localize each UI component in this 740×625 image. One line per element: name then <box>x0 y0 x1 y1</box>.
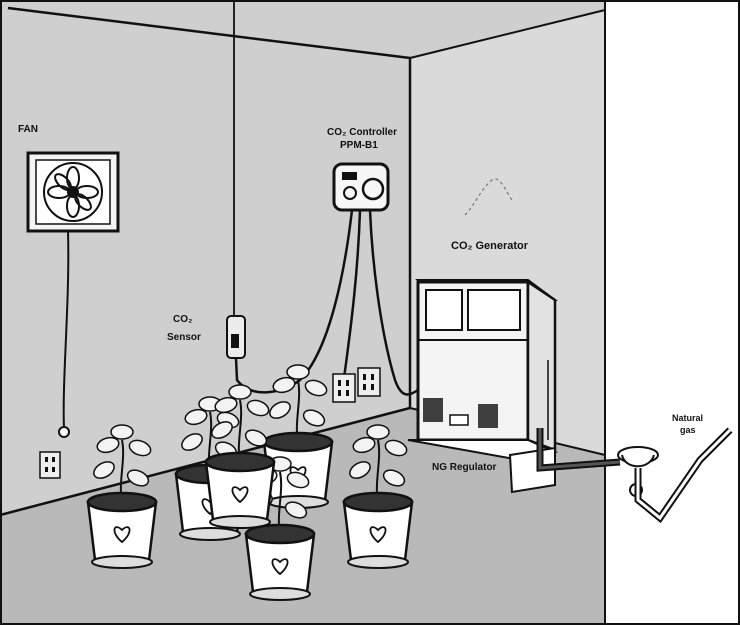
leaf-icon <box>110 424 134 440</box>
leaf-icon <box>96 436 120 454</box>
fan-blades-icon <box>47 166 99 218</box>
leaf-icon <box>302 409 326 427</box>
plant-pot <box>342 424 414 569</box>
leaf-icon <box>286 364 310 380</box>
leaf-icon <box>246 399 270 417</box>
sensor-label-2: Sensor <box>167 332 201 343</box>
wall-outlet-left <box>39 451 61 479</box>
vent-grille-left-icon <box>423 398 443 422</box>
heart-icon <box>271 558 289 576</box>
leaf-icon <box>384 439 408 457</box>
fan-label: FAN <box>18 124 38 135</box>
leaf-icon <box>211 421 233 439</box>
leaf-icon <box>214 396 238 414</box>
leaf-icon <box>382 469 406 487</box>
pot-saucer <box>209 515 271 529</box>
wall-outlet-mid-2 <box>357 367 381 397</box>
ceiling-edge <box>409 9 606 59</box>
plant-pots <box>86 364 414 601</box>
pot-soil <box>204 451 276 473</box>
generator-side <box>526 279 557 452</box>
pot-soil <box>86 491 158 513</box>
generator-window-left <box>425 289 463 331</box>
fan <box>26 151 120 479</box>
gas-line <box>536 427 733 524</box>
labels: FAN CO₂ Controller PPM-B1 CO₂ Sensor CO₂… <box>18 124 703 473</box>
fan-plug-icon <box>58 426 70 438</box>
generator-label: CO₂ Generator <box>451 240 529 252</box>
leaf-icon <box>352 436 376 454</box>
outlet-cable <box>342 209 362 379</box>
leaf-icon <box>228 384 252 400</box>
leaf-icon <box>244 429 268 447</box>
vent-grille-right-icon <box>478 404 498 428</box>
leaf-icon <box>128 439 152 457</box>
leaf-icon <box>181 433 203 451</box>
leaf-icon <box>269 401 291 419</box>
leaf-icon <box>304 379 328 397</box>
generator-badge <box>449 414 469 426</box>
exhaust-lines <box>464 178 513 216</box>
controller-model-label: PPM-B1 <box>340 140 378 151</box>
pot-soil <box>262 431 334 453</box>
pot-soil <box>244 523 316 545</box>
pot-saucer <box>347 555 409 569</box>
fan-cable <box>62 230 70 429</box>
sensor-label: CO₂ <box>173 314 192 325</box>
leaf-icon <box>184 408 208 426</box>
leaf-icon <box>272 376 296 394</box>
co2-generator <box>407 279 559 494</box>
pot-saucer <box>249 587 311 601</box>
leaf-icon <box>349 461 371 479</box>
leaf-icon <box>286 471 310 489</box>
leaf-icon <box>93 461 115 479</box>
leaf-icon <box>366 424 390 440</box>
leaf-icon <box>126 469 150 487</box>
regulator-body <box>621 454 655 468</box>
plant-pot <box>86 424 158 569</box>
generator-cable <box>368 209 419 396</box>
wall-outlet-mid-1 <box>332 373 356 403</box>
generator-window-right <box>467 289 521 331</box>
heart-icon <box>369 526 387 544</box>
controller-label: CO₂ Controller <box>327 127 397 138</box>
heart-icon <box>231 486 249 504</box>
leaf-icon <box>284 501 308 519</box>
gas-hose-inner <box>538 428 621 470</box>
controller-display-icon <box>342 172 357 180</box>
gas-label: Natural <box>672 413 703 423</box>
outside-area <box>605 0 740 625</box>
controller-dial-icon <box>361 177 385 201</box>
pot-saucer <box>179 527 241 541</box>
pot-soil <box>342 491 414 513</box>
regulator-label: NG Regulator <box>432 462 497 473</box>
gas-pipe-inner <box>636 428 732 521</box>
co2-sensor <box>226 0 246 359</box>
sensor-display-icon <box>231 334 239 348</box>
gas-label-2: gas <box>680 425 696 435</box>
fan-ring <box>43 162 103 222</box>
controller-knob-icon <box>343 186 357 200</box>
heart-icon <box>113 526 131 544</box>
pot-saucer <box>91 555 153 569</box>
plant-pot <box>204 384 276 529</box>
controller-body <box>332 162 390 212</box>
